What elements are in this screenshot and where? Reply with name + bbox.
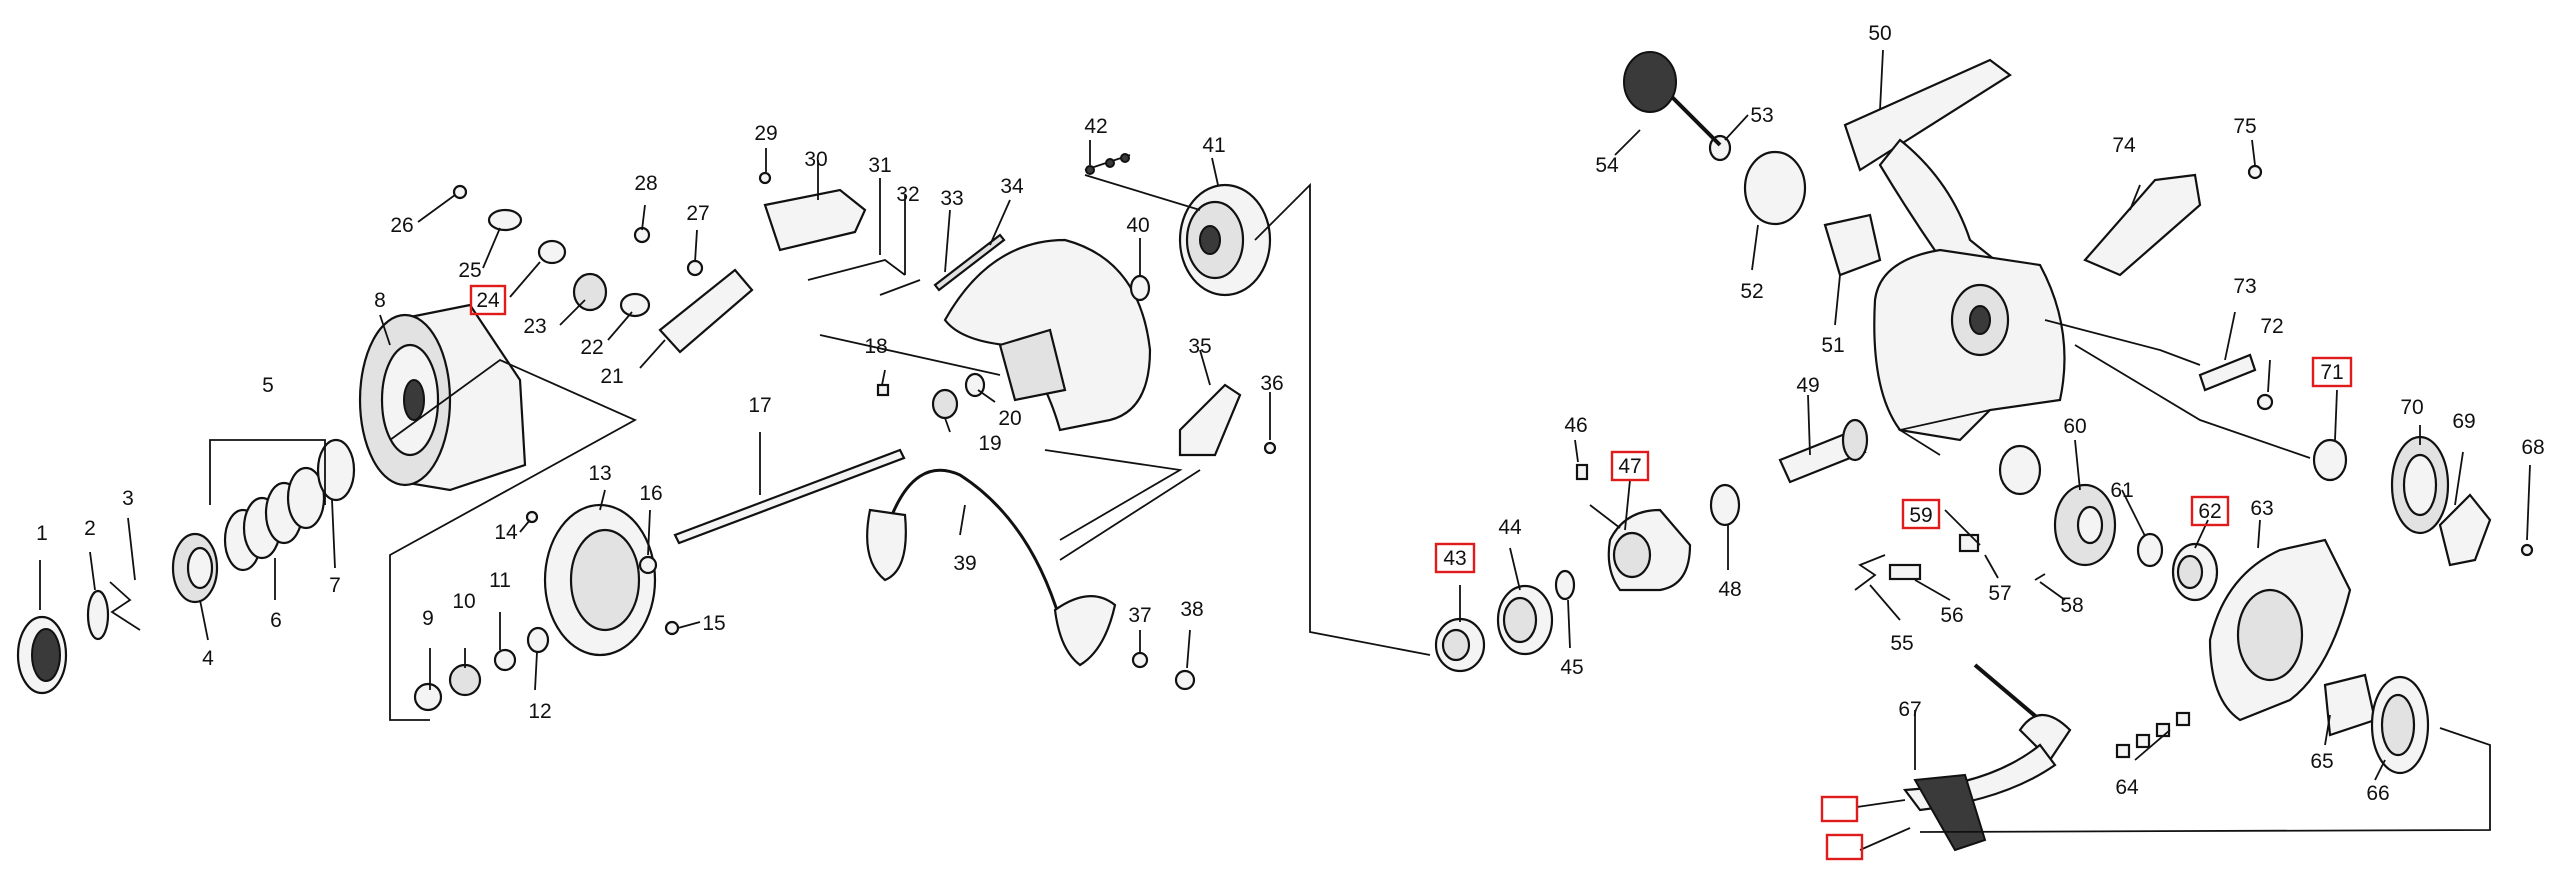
- part-label: 7: [329, 574, 341, 597]
- part-label: 48: [1718, 578, 1741, 601]
- part-label: 72: [2260, 315, 2283, 338]
- part-label: 53: [1750, 104, 1773, 127]
- part-label: 51: [1821, 334, 1844, 357]
- part-label: 18: [864, 335, 887, 358]
- part-label: 64: [2115, 776, 2139, 799]
- part-label: 1: [36, 522, 48, 545]
- part-label: 19: [978, 432, 1001, 455]
- part-label: 33: [940, 187, 963, 210]
- highlight-box-71: [2311, 356, 2353, 388]
- part-label: 6: [270, 609, 282, 632]
- part-label: 45: [1560, 656, 1583, 679]
- part-label: 56: [1940, 604, 1963, 627]
- part-labels: 1 2 3 4 5 6 7 8 9 10 11 12 13 14 15 16 1…: [36, 22, 2545, 805]
- highlight-box-62: [2190, 495, 2230, 527]
- part-label: 47: [1618, 455, 1641, 478]
- part-label: 50: [1868, 22, 1891, 45]
- part-label: 57: [1988, 582, 2011, 605]
- part-label: 28: [634, 172, 657, 195]
- part-label: 29: [754, 122, 777, 145]
- part-label: 40: [1126, 214, 1149, 237]
- part-label: 11: [489, 569, 511, 592]
- part-label: 26: [390, 214, 413, 237]
- part-label: 73: [2233, 275, 2256, 298]
- part-label: 74: [2112, 134, 2136, 157]
- highlight-box-47: [1610, 450, 1650, 482]
- part-label: 23: [523, 315, 546, 338]
- part-label: 44: [1498, 516, 1522, 539]
- part-label: 27: [686, 202, 709, 225]
- part-label: 75: [2233, 115, 2256, 138]
- part-label: 54: [1595, 154, 1619, 177]
- part-label: 21: [600, 365, 623, 388]
- part-label: 34: [1000, 175, 1024, 198]
- part-label: 70: [2400, 396, 2423, 419]
- part-label: 65: [2310, 750, 2333, 773]
- part-label: 63: [2250, 497, 2273, 520]
- part-label: 30: [804, 148, 827, 171]
- part-label: 68: [2521, 436, 2544, 459]
- part-label: 15: [702, 612, 725, 635]
- part-label: 32: [896, 183, 919, 206]
- part-label: 43: [1443, 547, 1466, 570]
- part-label: 58: [2060, 594, 2083, 617]
- part-label: 52: [1740, 280, 1763, 303]
- part-label: 24: [476, 289, 500, 312]
- highlight-box-43: [1434, 542, 1476, 574]
- part-label: 8: [374, 289, 386, 312]
- part-label: 41: [1202, 134, 1225, 157]
- part-label: 49: [1796, 374, 1819, 397]
- part-label: 12: [528, 700, 551, 723]
- part-label: 69: [2452, 410, 2475, 433]
- part-label: 55: [1890, 632, 1913, 655]
- part-label: 46: [1564, 414, 1587, 437]
- part-label: 38: [1180, 598, 1203, 621]
- part-label: 2: [84, 517, 96, 540]
- part-label: 66: [2366, 782, 2389, 805]
- part-label: 36: [1260, 372, 1283, 395]
- part-label: 37: [1128, 604, 1151, 627]
- part-label: 5: [262, 374, 274, 397]
- leader-lines: [39, 49, 2531, 851]
- highlight-boxes: [469, 284, 2353, 861]
- highlight-box-59: [1901, 498, 1941, 530]
- empty-highlight-box: [1820, 795, 1859, 823]
- part-label: 39: [953, 552, 976, 575]
- part-label: 16: [639, 482, 662, 505]
- part-label: 17: [748, 394, 771, 417]
- highlight-box-24: [469, 284, 507, 316]
- part-label: 35: [1188, 335, 1211, 358]
- part-label: 25: [458, 259, 481, 282]
- empty-highlight-box: [1825, 833, 1864, 861]
- part-label: 3: [122, 487, 134, 510]
- part-label: 20: [998, 407, 1021, 430]
- part-label: 10: [452, 590, 475, 613]
- right-assembly: [1434, 51, 2534, 852]
- part-label: 14: [494, 521, 518, 544]
- part-label: 71: [2320, 361, 2343, 384]
- part-label: 60: [2063, 415, 2086, 438]
- part-label: 9: [422, 607, 434, 630]
- part-label: 59: [1909, 504, 1932, 527]
- left-assembly: [16, 153, 1277, 712]
- part-label: 22: [580, 336, 603, 359]
- part-label: 4: [202, 647, 214, 670]
- part-label: 13: [588, 462, 611, 485]
- part-label: 67: [1898, 698, 1921, 721]
- part-label: 62: [2198, 500, 2221, 523]
- part-label: 42: [1084, 115, 1107, 138]
- part-label: 61: [2110, 479, 2133, 502]
- part-label: 31: [868, 154, 891, 177]
